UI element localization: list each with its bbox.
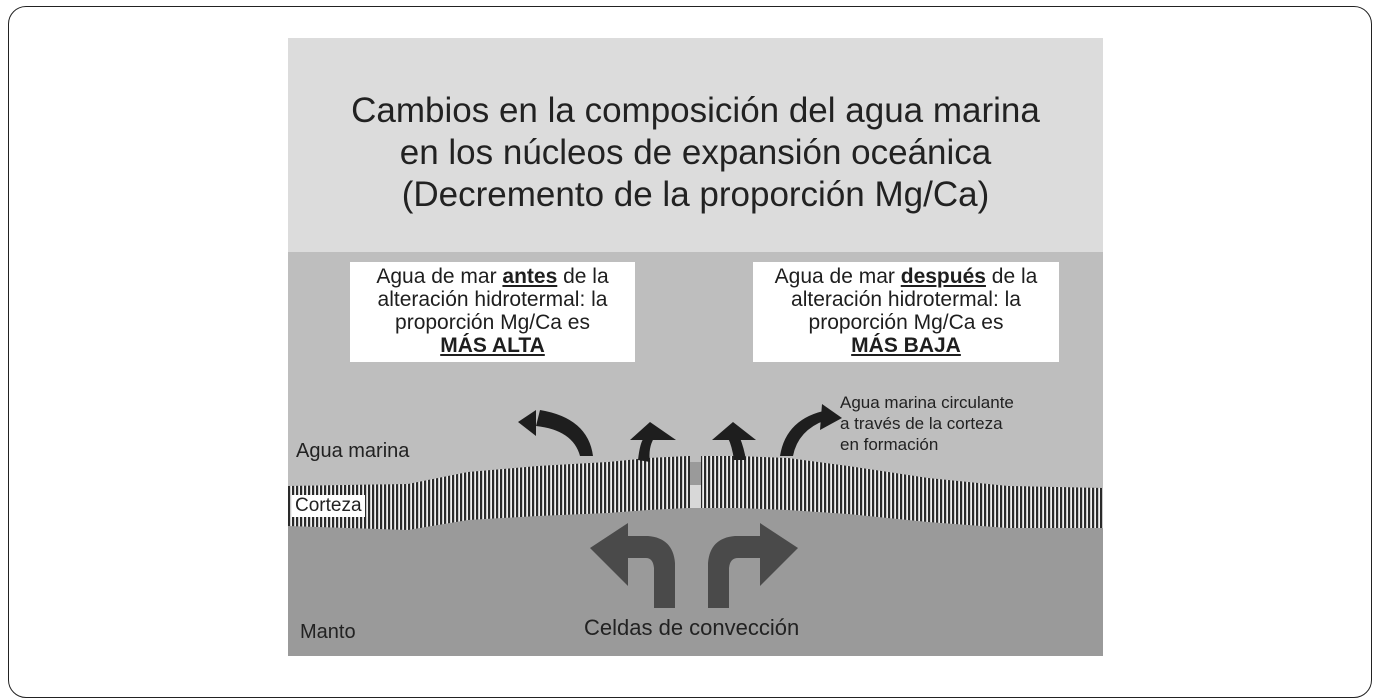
before-alteration-box: Agua de mar antes de la alteración hidro… [350, 262, 635, 362]
convection-arrow-right-icon [708, 523, 798, 608]
before-line-2: alteración hidrotermal: la [377, 288, 608, 311]
after-suffix: de la [985, 265, 1038, 288]
circulating-line-3: en formación [840, 435, 939, 454]
up-arrow-icon [712, 422, 756, 460]
circulating-line-2: a través de la corteza [840, 414, 1003, 433]
seawater-label: Agua marina [296, 440, 410, 462]
before-suffix: de la [557, 265, 609, 288]
before-emphasis: MÁS ALTA [440, 334, 545, 357]
after-emphasis: MÁS BAJA [851, 334, 961, 357]
circulating-line-1: Agua marina circulante [840, 393, 1014, 412]
after-alteration-box: Agua de mar después de la alteración hid… [753, 262, 1059, 362]
after-keyword: después [900, 265, 986, 288]
before-line-3: proporción Mg/Ca es [395, 311, 590, 334]
curved-up-arrow-icon [780, 404, 842, 456]
mantle-label: Manto [300, 621, 356, 643]
diagram-title: Cambios en la composición del agua marin… [288, 90, 1103, 216]
before-keyword: antes [502, 265, 558, 288]
rift-gap [690, 485, 701, 508]
title-line-2: en los núcleos de expansión oceánica [399, 133, 992, 172]
crust-label: Corteza [292, 495, 365, 517]
title-band [288, 38, 1103, 252]
convection-label: Celdas de convección [584, 615, 800, 640]
up-arrow-icon [630, 422, 676, 462]
crust-left [288, 456, 698, 530]
mantle-surface [288, 508, 1103, 656]
after-line-2: alteración hidrotermal: la [791, 288, 1021, 311]
before-prefix: Agua de mar [376, 265, 503, 288]
title-line-1: Cambios en la composición del agua marin… [351, 91, 1040, 130]
after-line-3: proporción Mg/Ca es [808, 311, 1004, 334]
curved-up-arrow-icon [518, 410, 593, 456]
circulating-water-label: Agua marina circulante a través de la co… [840, 392, 1070, 455]
convection-arrow-left-icon [590, 523, 675, 608]
diagram-figure: Cambios en la composición del agua marin… [288, 38, 1103, 656]
crust-right [693, 456, 1103, 528]
title-line-3: (Decremento de la proporción Mg/Ca) [401, 175, 990, 214]
diagram-canvas [288, 38, 1103, 656]
after-prefix: Agua de mar [774, 265, 901, 288]
